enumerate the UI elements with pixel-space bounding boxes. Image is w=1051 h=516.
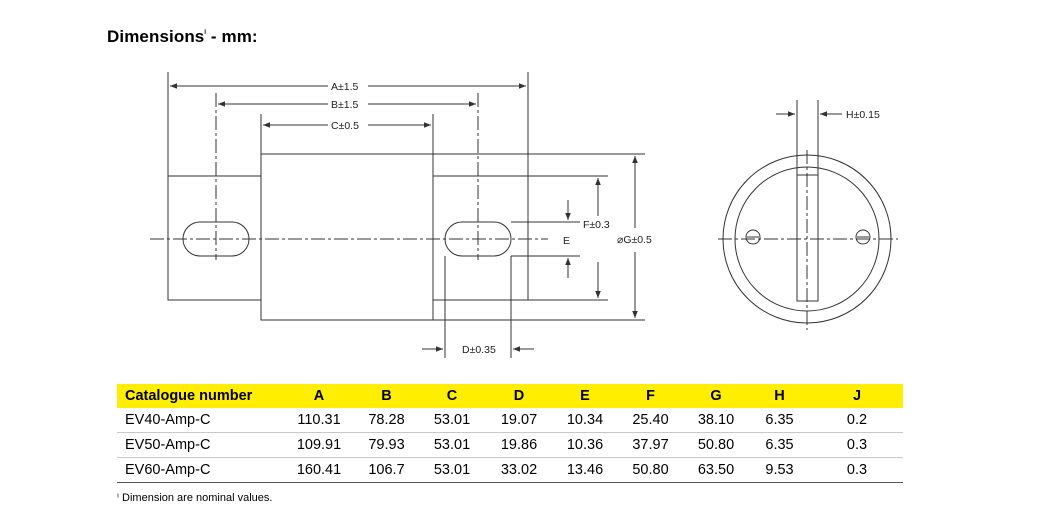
cell-f: 25.40 bbox=[617, 408, 684, 433]
col-header-catalogue: Catalogue number bbox=[117, 384, 284, 408]
cell-a: 110.31 bbox=[284, 408, 354, 433]
cell-j: 0.3 bbox=[811, 457, 903, 483]
label-b: B±1.5 bbox=[331, 99, 359, 111]
cell-a: 109.91 bbox=[284, 432, 354, 458]
dimensions-table: Catalogue number A B C D E F G H J EV40-… bbox=[117, 384, 903, 483]
footnote-text: Dimension are nominal values. bbox=[122, 492, 273, 504]
cell-c: 53.01 bbox=[419, 432, 485, 458]
label-h: H±0.15 bbox=[846, 109, 880, 121]
cell-g: 63.50 bbox=[684, 457, 748, 483]
cell-h: 6.35 bbox=[748, 408, 811, 433]
table-row: EV50-Amp-C 109.91 79.93 53.01 19.86 10.3… bbox=[117, 432, 903, 458]
left-blade-outline bbox=[167, 175, 262, 301]
cell-j: 0.3 bbox=[811, 432, 903, 458]
table-row: EV60-Amp-C 160.41 106.7 53.01 33.02 13.4… bbox=[117, 457, 903, 483]
cell-catalogue: EV50-Amp-C bbox=[117, 432, 284, 458]
cell-e: 13.46 bbox=[553, 457, 617, 483]
footnote-mark: ⁱ bbox=[117, 492, 119, 504]
cell-d: 19.07 bbox=[485, 408, 553, 433]
table-header-row: Catalogue number A B C D E F G H J bbox=[117, 384, 903, 408]
cell-catalogue: EV40-Amp-C bbox=[117, 408, 284, 433]
cell-f: 37.97 bbox=[617, 432, 684, 458]
col-header-e: E bbox=[553, 384, 617, 408]
label-a: A±1.5 bbox=[331, 81, 359, 93]
cell-h: 6.35 bbox=[748, 432, 811, 458]
col-header-b: B bbox=[354, 384, 419, 408]
cell-g: 38.10 bbox=[684, 408, 748, 433]
col-header-f: F bbox=[617, 384, 684, 408]
col-header-d: D bbox=[485, 384, 553, 408]
label-g: ⌀G±0.5 bbox=[617, 234, 652, 246]
cell-a: 160.41 bbox=[284, 457, 354, 483]
cell-d: 19.86 bbox=[485, 432, 553, 458]
cell-b: 106.7 bbox=[354, 457, 419, 483]
page-title: Dimensionsⁱ - mm: bbox=[107, 27, 258, 46]
cell-f: 50.80 bbox=[617, 457, 684, 483]
cell-g: 50.80 bbox=[684, 432, 748, 458]
fuse-body-outline bbox=[260, 153, 434, 321]
right-screw bbox=[855, 229, 871, 245]
cell-j: 0.2 bbox=[811, 408, 903, 433]
cell-h: 9.53 bbox=[748, 457, 811, 483]
cell-c: 53.01 bbox=[419, 408, 485, 433]
cell-b: 79.93 bbox=[354, 432, 419, 458]
cell-c: 53.01 bbox=[419, 457, 485, 483]
label-f: F±0.3 bbox=[583, 219, 610, 231]
col-header-h: H bbox=[748, 384, 811, 408]
label-c: C±0.5 bbox=[331, 120, 359, 132]
col-header-g: G bbox=[684, 384, 748, 408]
footnote: ⁱ Dimension are nominal values. bbox=[117, 491, 272, 504]
col-header-c: C bbox=[419, 384, 485, 408]
fuse-dimension-drawing: A±1.5 B±1.5 C±0.5 D±0.35 E F±0.3 ⌀G±0.5 … bbox=[150, 72, 898, 358]
cell-b: 78.28 bbox=[354, 408, 419, 433]
cell-e: 10.34 bbox=[553, 408, 617, 433]
label-d: D±0.35 bbox=[462, 344, 496, 356]
col-header-a: A bbox=[284, 384, 354, 408]
left-screw bbox=[745, 229, 761, 245]
table-row: EV40-Amp-C 110.31 78.28 53.01 19.07 10.3… bbox=[117, 408, 903, 433]
cell-d: 33.02 bbox=[485, 457, 553, 483]
col-header-j: J bbox=[811, 384, 903, 408]
cell-e: 10.36 bbox=[553, 432, 617, 458]
right-blade-outline bbox=[432, 175, 529, 301]
cell-catalogue: EV60-Amp-C bbox=[117, 457, 284, 483]
label-e: E bbox=[563, 235, 570, 247]
